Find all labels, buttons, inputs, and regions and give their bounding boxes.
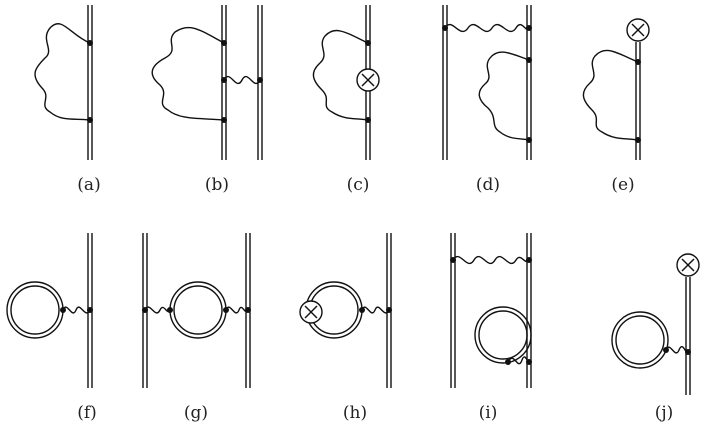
double-line [685,277,691,395]
vertex-dot [526,257,532,263]
vertex-dot [257,77,263,83]
loop-propagator [169,281,227,339]
insertion-cross-icon [299,300,323,324]
wavy-propagator [444,23,530,33]
vertex-dot [386,307,392,313]
vertex-dot [505,359,511,365]
diagram-label-j: (j) [655,403,674,423]
vertex-dot [526,359,532,365]
diagram-label-d: (d) [476,175,500,195]
vertex-dot [142,307,148,313]
vertex-dot [526,137,532,143]
loop-propagator [6,281,64,339]
diagram-label-b: (b) [205,175,229,195]
vertex-dot [635,137,641,143]
insertion-cross-icon [626,18,650,42]
vertex-dot [442,25,448,31]
vertex-dot [87,117,93,123]
vertex-dot [60,307,66,313]
diagram-e: (e) [582,18,650,195]
wavy-propagator [151,26,225,121]
vertex-dot [245,307,251,313]
double-line [87,5,93,160]
vertex-dot [365,117,371,123]
diagram-label-f: (f) [77,403,97,423]
diagram-label-a: (a) [77,175,100,195]
diagram-label-h: (h) [343,403,367,423]
wavy-propagator [62,306,91,314]
diagram-label-e: (e) [611,175,634,195]
loop-propagator [474,306,532,364]
vertex-dot [359,307,365,313]
vertex-dot [526,25,532,31]
vertex-dot [87,307,93,313]
wavy-propagator [361,306,390,314]
vertex-dot [526,57,532,63]
diagram-f: (f) [6,233,97,423]
wavy-propagator [452,255,530,265]
wavy-propagator [665,345,689,354]
diagram-d: (d) [442,5,532,195]
wavy-propagator [478,51,530,141]
vertex-dot [221,77,227,83]
wavy-propagator [144,306,171,314]
wavy-propagator [582,49,639,141]
wavy-propagator [34,23,91,121]
wavy-propagator [312,29,369,121]
vertex-dot [223,307,229,313]
vertex-dot [167,307,173,313]
diagram-h: (h) [299,233,392,423]
double-line [450,233,532,388]
diagram-label-i: (i) [479,403,498,423]
vertex-dot [663,347,669,353]
diagram-i: (i) [450,233,532,423]
diagram-g: (g) [142,233,251,423]
insertion-cross-icon [676,253,700,277]
wavy-propagator [223,75,261,85]
diagram-c: (c) [312,5,380,195]
vertex-dot [635,59,641,65]
diagram-a: (a) [34,5,101,195]
vertex-dot [221,117,227,123]
diagram-label-c: (c) [347,175,370,195]
vertex-dot [365,40,371,46]
diagram-b: (b) [151,5,263,195]
vertex-dot [87,40,93,46]
vertex-dot [221,40,227,46]
loop-propagator [611,311,669,369]
insertion-cross-icon [356,68,380,92]
diagram-label-g: (g) [184,403,208,423]
double-line [221,5,263,160]
vertex-dot [450,257,456,263]
vertex-dot [685,349,691,355]
double-line [442,5,532,160]
diagram-j: (j) [611,253,700,423]
wavy-propagator [225,306,249,314]
